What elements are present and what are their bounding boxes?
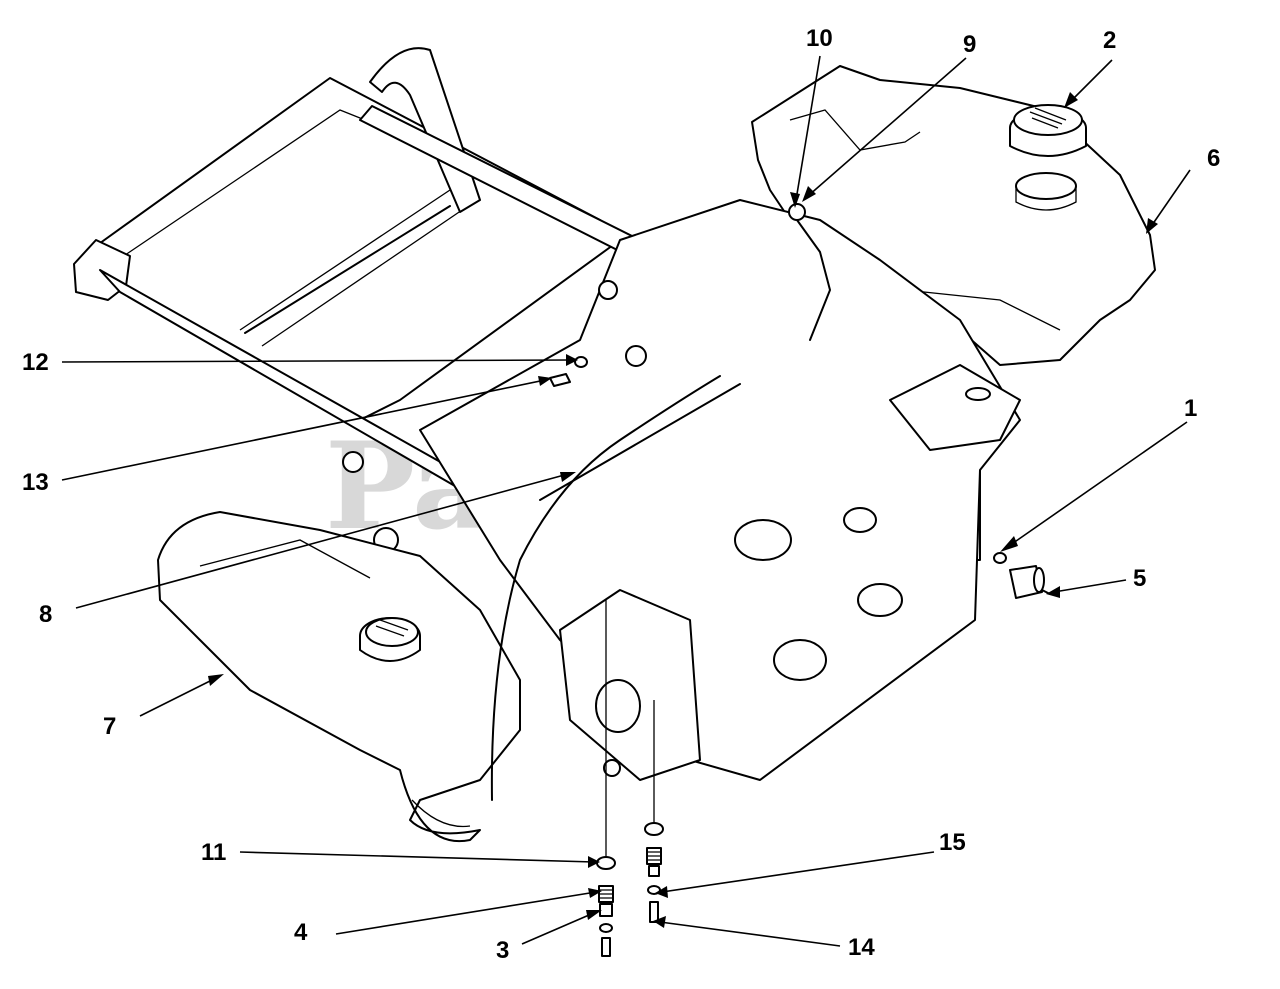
fuel-cap-right bbox=[1009, 104, 1087, 157]
fuel-filter bbox=[993, 552, 1051, 599]
fuel-line bbox=[490, 375, 721, 801]
callout-10: 10 bbox=[806, 25, 833, 52]
chassis-frame bbox=[73, 47, 1021, 781]
leader-lines bbox=[61, 55, 1191, 947]
callout-3: 3 bbox=[496, 937, 509, 964]
hardware-stack-right bbox=[644, 700, 664, 923]
hardware-stack-left bbox=[596, 600, 616, 957]
fuel-tank-left bbox=[157, 511, 521, 843]
washer-12 bbox=[574, 356, 588, 368]
callout-8: 8 bbox=[39, 601, 52, 628]
callout-14: 14 bbox=[848, 934, 875, 961]
callout-7: 7 bbox=[103, 713, 116, 740]
callout-15: 15 bbox=[939, 829, 966, 856]
callout-1: 1 bbox=[1184, 395, 1197, 422]
callout-9: 9 bbox=[963, 31, 976, 58]
callout-4: 4 bbox=[294, 919, 308, 946]
callout-6: 6 bbox=[1207, 145, 1220, 172]
fuel-valve bbox=[788, 203, 831, 341]
callout-13: 13 bbox=[22, 469, 49, 496]
callout-5: 5 bbox=[1133, 565, 1146, 592]
screw-13 bbox=[549, 373, 571, 387]
callout-11: 11 bbox=[201, 839, 226, 866]
callout-2: 2 bbox=[1103, 27, 1116, 54]
callout-12: 12 bbox=[22, 349, 49, 376]
